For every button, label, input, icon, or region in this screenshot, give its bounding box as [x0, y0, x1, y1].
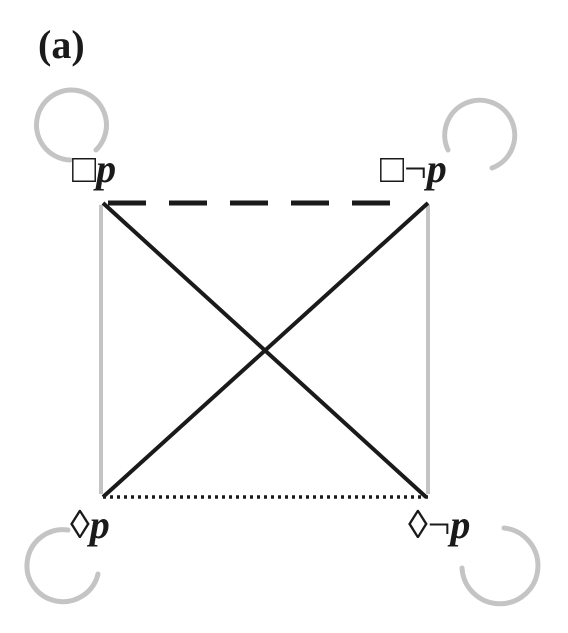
reflexive-loop-box-p	[33, 87, 109, 163]
reflexive-loop-box-not-p	[442, 97, 518, 171]
edge-diagonal-box-not-p-to-dia-p	[101, 201, 430, 499]
node-dia-p: ◊p	[70, 502, 110, 547]
node-dia-not-p: ◊¬p	[408, 502, 470, 547]
reflexive-loop-dia-p	[24, 527, 101, 605]
node-box-not-p: □¬p	[380, 146, 447, 191]
reflexive-loop-dia-not-p	[459, 525, 541, 607]
node-box-p: □p	[72, 146, 116, 191]
panel-label: (a)	[38, 22, 85, 67]
